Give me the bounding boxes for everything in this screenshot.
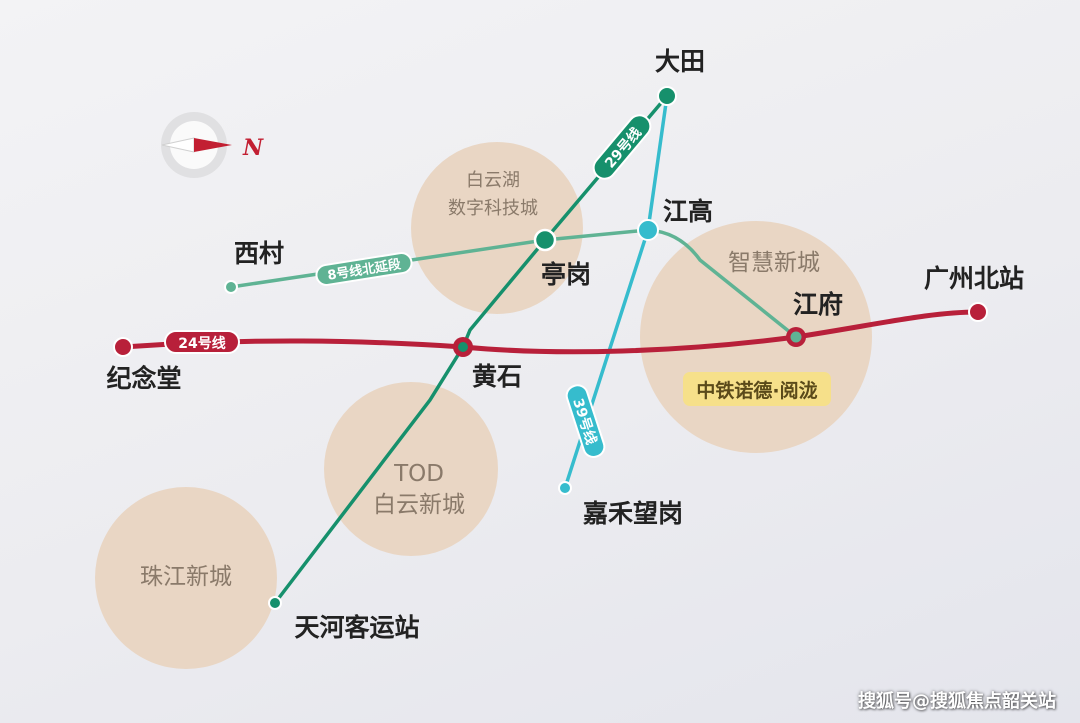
station-tinggang-marker: [533, 228, 557, 252]
watermark-text: 搜狐号@搜狐焦点韶关站: [858, 691, 1056, 712]
station-guangzhou-north-label: 广州北站: [924, 264, 1024, 293]
station-tinggang-label: 亭岗: [541, 260, 591, 289]
district-zhujiang-label: 珠江新城: [140, 564, 232, 590]
district-zhihui-label: 智慧新城: [728, 250, 820, 276]
project-label: 中铁诺德·阅泷: [696, 379, 817, 402]
project-highlight: 中铁诺德·阅泷: [683, 372, 831, 406]
district-tod-label-2: 白云新城: [373, 492, 465, 518]
station-huangshi-marker: [453, 337, 473, 357]
district-baiyunhu-circle: [411, 142, 583, 314]
station-tianhe-bus-marker: [268, 596, 282, 610]
compass-north-label: N: [242, 135, 264, 161]
compass-icon: N: [161, 112, 264, 178]
district-tod-label-1: TOD: [393, 461, 444, 487]
line24-track: [122, 309, 979, 355]
district-baiyunhu-label-2: 数字科技城: [448, 198, 538, 219]
station-jiangfu-marker: [786, 327, 806, 347]
line24-badge-label: 24号线: [178, 335, 225, 352]
station-jiniantang-label: 纪念堂: [106, 364, 181, 393]
station-jiahe-wanggang-label: 嘉禾望岗: [583, 499, 683, 528]
district-baiyunhu-label-1: 白云湖: [466, 170, 520, 191]
station-datian-marker: [657, 86, 677, 106]
station-guangzhou-north-marker: [968, 302, 988, 322]
station-jianggao-marker: [637, 219, 659, 241]
line8-badge: 8号线北延段: [315, 252, 413, 286]
line24-badge: 24号线: [164, 330, 240, 354]
station-jiangfu-label: 江府: [793, 290, 843, 319]
station-jiniantang-marker: [113, 337, 133, 357]
station-huangshi-label: 黄石: [472, 362, 522, 391]
station-xicun-label: 西村: [234, 239, 284, 268]
line39-badge: 39号线: [565, 384, 606, 458]
station-tianhe-bus-label: 天河客运站: [294, 613, 419, 642]
station-datian-label: 大田: [655, 47, 705, 76]
line29-badge: 29号线: [592, 114, 652, 180]
station-jianggao-label: 江高: [663, 197, 713, 226]
station-jiahe-wanggang-marker: [558, 481, 572, 495]
district-tod-circle: [324, 382, 498, 556]
station-xicun-marker: [224, 280, 238, 294]
district-zhujiang-circle: [95, 487, 277, 669]
